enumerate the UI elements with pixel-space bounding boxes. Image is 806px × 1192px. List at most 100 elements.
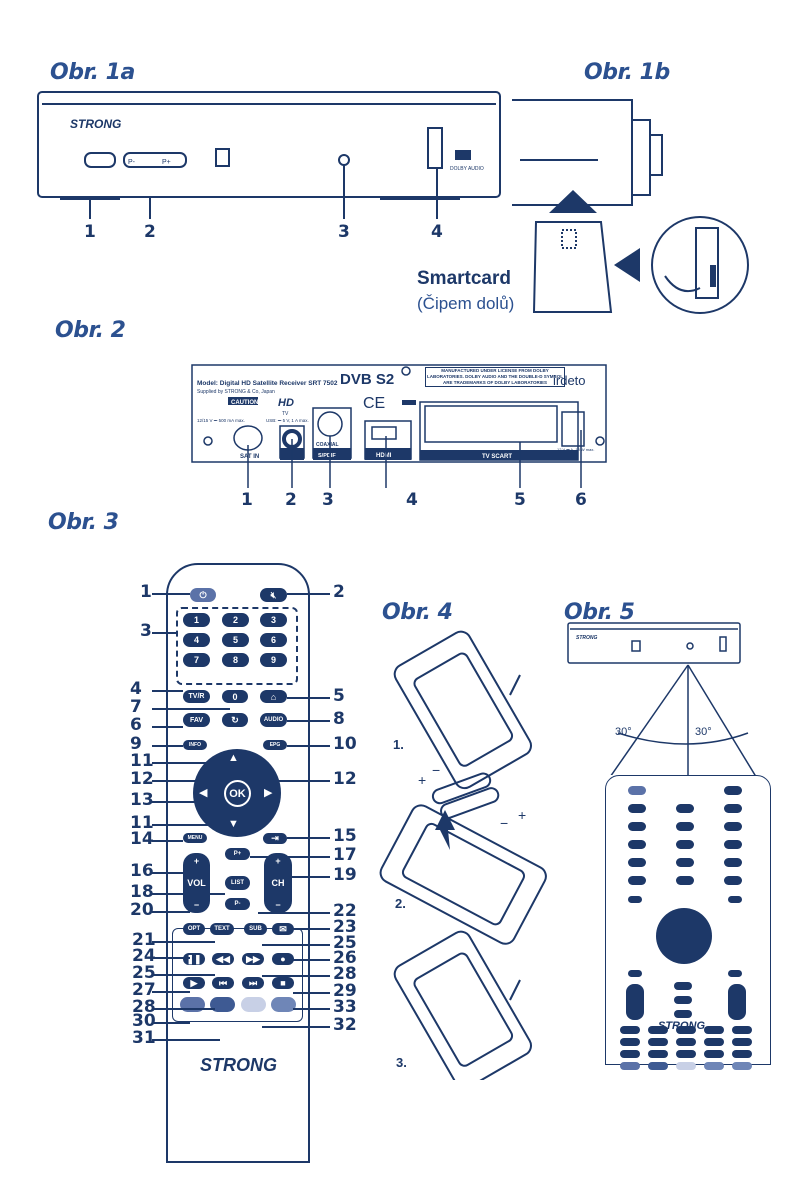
remote-callout-right: 17 xyxy=(333,845,357,865)
digit-3-button[interactable]: 3 xyxy=(260,613,287,627)
remote-callout-left: 13 xyxy=(130,790,154,810)
callout-leader-line xyxy=(152,745,183,747)
figure-1a-heading: Obr. 1a xyxy=(50,60,135,85)
info-button[interactable]: INFO xyxy=(183,740,207,750)
volume-rocker[interactable]: +VOL− xyxy=(183,853,210,913)
callout-leader-line xyxy=(275,780,330,782)
p-plus-button[interactable]: P+ xyxy=(225,848,250,860)
small-remote-key xyxy=(724,804,742,813)
callout-2-3: 3 xyxy=(322,490,334,510)
yellow-button[interactable] xyxy=(241,997,266,1012)
remote-callout-left: 25 xyxy=(132,963,156,983)
sub-button[interactable]: SUB xyxy=(244,923,267,935)
mute-icon: 🔇︎ xyxy=(270,589,277,600)
play-button[interactable]: ▶ xyxy=(183,977,205,989)
remote-body xyxy=(166,563,310,1163)
callout-leader-line xyxy=(152,824,228,826)
small-remote-key xyxy=(732,1050,752,1058)
channel-label: CH xyxy=(271,878,285,888)
callout-leader-line xyxy=(287,593,330,595)
green-button[interactable] xyxy=(210,997,235,1012)
callout-leader-line xyxy=(292,876,330,878)
ok-button[interactable]: OK xyxy=(224,780,251,807)
channel-rocker[interactable]: + CH − xyxy=(264,853,292,913)
figure-5-heading: Obr. 5 xyxy=(564,600,635,625)
callout-2-2: 2 xyxy=(285,490,297,510)
channel-down[interactable]: − xyxy=(275,900,281,910)
dolby-text: DOLBY AUDIO xyxy=(450,166,484,172)
text-button[interactable]: TEXT xyxy=(210,923,234,935)
small-remote-key xyxy=(674,982,692,990)
fast-forward-button[interactable]: ▶▶ xyxy=(242,953,264,965)
home-button[interactable]: ⌂ xyxy=(260,690,287,703)
digit-0-button[interactable]: 0 xyxy=(222,690,248,703)
battery-insertion-illustration: + − + − xyxy=(379,630,547,1080)
rewind-icon: ◀◀ xyxy=(216,953,230,964)
remote-callout-right: 15 xyxy=(333,826,357,846)
up-arrow-button[interactable]: ▲ xyxy=(228,752,239,764)
callout-leader-line xyxy=(152,593,190,595)
epg-button[interactable]: EPG xyxy=(263,740,287,750)
channel-up[interactable]: + xyxy=(275,856,281,866)
recall-icon: ↻ xyxy=(231,714,239,725)
small-remote-key xyxy=(628,970,642,977)
mail-icon: ✉ xyxy=(279,923,287,934)
smartcard-label: Smartcard xyxy=(417,268,511,289)
digit-1-button[interactable]: 1 xyxy=(183,613,210,627)
mail-button[interactable]: ✉ xyxy=(272,923,294,935)
right-arrow-button[interactable]: ▶ xyxy=(264,787,273,799)
opt-button[interactable]: OPT xyxy=(183,923,205,935)
remote-callout-left: 30 xyxy=(132,1011,156,1031)
blue-button[interactable] xyxy=(271,997,296,1012)
remote-callout-right: 29 xyxy=(333,981,357,1001)
remote-callout-left: 11 xyxy=(130,751,154,771)
p-minus-button[interactable]: P- xyxy=(225,898,250,910)
digit-6-button[interactable]: 6 xyxy=(260,633,287,647)
volume-down[interactable]: − xyxy=(193,900,200,910)
menu-button[interactable]: MENU xyxy=(183,833,207,843)
list-button[interactable]: LIST xyxy=(225,876,250,890)
left-arrow-button[interactable]: ◀ xyxy=(199,787,208,799)
red-button[interactable] xyxy=(180,997,205,1012)
figure-4-heading: Obr. 4 xyxy=(382,600,453,625)
remote-callout-left: 24 xyxy=(132,946,156,966)
callout-leader-line xyxy=(152,762,228,764)
fav-button[interactable]: FAV xyxy=(183,713,210,727)
remote-angle-illustration: STRONG 30° 30° xyxy=(567,622,756,775)
small-remote-key xyxy=(676,1026,696,1034)
pause-button[interactable]: ❚❚ xyxy=(183,953,205,965)
power-button[interactable]: ⏻ xyxy=(190,588,216,602)
fast-forward-icon: ▶▶ xyxy=(246,953,260,964)
next-icon: ⏭ xyxy=(248,977,258,988)
record-button[interactable]: ● xyxy=(272,953,294,965)
digit-5-button[interactable]: 5 xyxy=(222,633,249,647)
small-remote-key xyxy=(628,804,646,813)
small-remote-key xyxy=(728,896,742,903)
down-arrow-button[interactable]: ▼ xyxy=(228,818,239,830)
digit-9-button[interactable]: 9 xyxy=(260,653,287,667)
digit-2-button[interactable]: 2 xyxy=(222,613,249,627)
rewind-button[interactable]: ◀◀ xyxy=(212,953,234,965)
battery-minus-sign: − xyxy=(432,762,440,778)
callout-leader-line xyxy=(293,959,330,961)
callout-2-4: 4 xyxy=(406,490,418,510)
small-remote-key xyxy=(724,822,742,831)
digit-8-button[interactable]: 8 xyxy=(222,653,249,667)
small-remote-key xyxy=(628,822,646,831)
digit-7-button[interactable]: 7 xyxy=(183,653,210,667)
stop-button[interactable]: ■ xyxy=(272,977,294,989)
mute-button[interactable]: 🔇︎ xyxy=(260,588,287,602)
small-remote-key xyxy=(628,876,646,885)
audio-button[interactable]: AUDIO xyxy=(260,713,287,727)
tv-radio-button[interactable]: TV/R xyxy=(183,690,210,703)
volume-up[interactable]: + xyxy=(193,856,200,866)
chip-down-note: (Čipem dolů) xyxy=(417,294,515,313)
recall-button[interactable]: ↻ xyxy=(222,713,248,727)
small-remote-key xyxy=(674,996,692,1004)
next-button[interactable]: ⏭ xyxy=(242,977,264,989)
exit-button[interactable]: ⇥ xyxy=(263,833,287,844)
digit-4-button[interactable]: 4 xyxy=(183,633,210,647)
front-panel-illustration: STRONG P- P+ DOLBY AUDIO xyxy=(37,91,749,314)
previous-button[interactable]: ⏮ xyxy=(212,977,234,989)
small-remote-key xyxy=(732,1026,752,1034)
